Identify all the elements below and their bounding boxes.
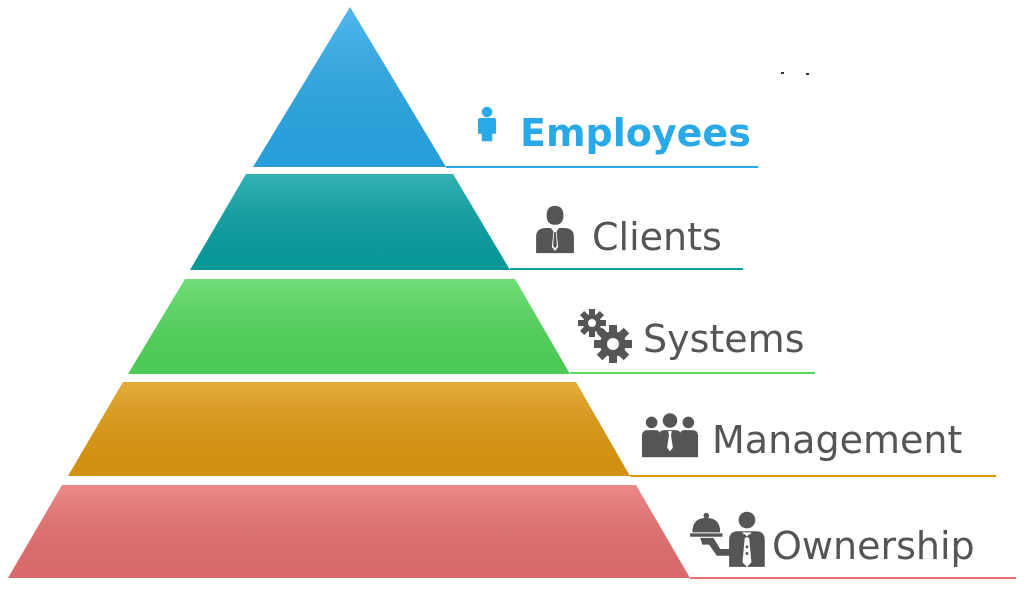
pyramid-layer-shine xyxy=(8,485,690,578)
level-label-ownership: Ownership xyxy=(772,524,975,568)
pyramid-layer-shine xyxy=(190,174,510,270)
level-label-clients: Clients xyxy=(592,215,722,259)
level-label-systems: Systems xyxy=(643,317,805,361)
pyramid-layer-shine xyxy=(253,7,446,167)
butler-icon xyxy=(690,511,765,567)
level-label-employees: Employees xyxy=(520,111,751,155)
pyramid-layer-shine xyxy=(128,279,570,374)
person-icon xyxy=(478,106,496,142)
team-icon xyxy=(641,413,699,458)
pyramid-layer-shine xyxy=(68,382,630,476)
level-label-management: Management xyxy=(712,418,962,462)
speck xyxy=(806,73,809,75)
businessman-icon xyxy=(536,205,574,254)
gears-icon xyxy=(578,309,632,363)
speck xyxy=(781,72,784,74)
